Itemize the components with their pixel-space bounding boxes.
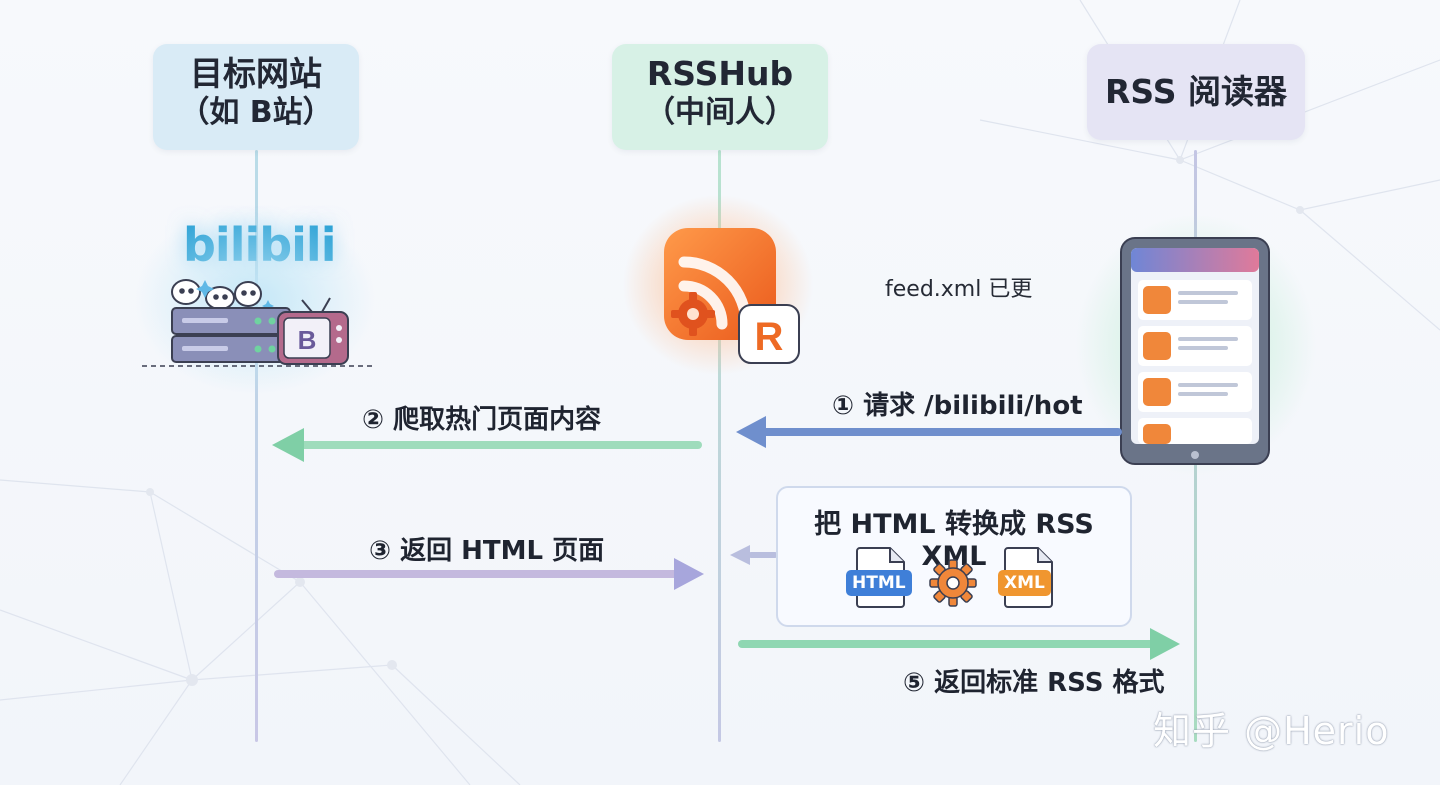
html-file-label: HTML [846, 570, 912, 596]
convert-title: 把 HTML 转换成 RSS XML [814, 509, 1094, 572]
target-site-header: 目标网站 （如 B站） [153, 44, 359, 150]
tablet-reader-icon [1120, 237, 1270, 465]
step1-arrow [736, 416, 1122, 448]
rss-reader-title: RSS 阅读器 [1105, 72, 1287, 111]
convert-box: 把 HTML 转换成 RSS XML HTML XML [776, 486, 1132, 627]
bilibili-tv-icon [277, 297, 349, 365]
xml-file-label: XML [998, 570, 1051, 596]
convert-arrow [730, 545, 778, 565]
tv-badge-letter: B [298, 325, 317, 355]
server-stack-icon [171, 307, 291, 363]
step1-label: ① 请求 /bilibili/hot [832, 391, 1083, 421]
convert-gear-icon [929, 559, 977, 607]
target-site-title: 目标网站 [190, 54, 322, 93]
target-site-subtitle: （如 B站） [179, 95, 333, 130]
target-lifeline [255, 150, 258, 742]
step5-label: ⑤ 返回标准 RSS 格式 [903, 668, 1165, 698]
step5-arrow [738, 628, 1180, 660]
step2-label: ② 爬取热门页面内容 [362, 405, 602, 435]
hub-lifeline [718, 150, 721, 742]
step3-arrow [274, 558, 704, 590]
step2-arrow [272, 428, 702, 462]
rsshub-title: RSSHub [646, 54, 794, 93]
watermark: 知乎 @Herio [1153, 709, 1390, 753]
rsshub-subtitle: （中间人） [645, 95, 795, 130]
step3-label: ③ 返回 HTML 页面 [369, 536, 605, 566]
mascot-icons [171, 279, 262, 310]
rsshub-header: RSSHub （中间人） [612, 44, 828, 150]
rss-badge-letter: R [755, 315, 784, 359]
sparkle-icons [196, 280, 274, 312]
html-file-icon: HTML [846, 546, 912, 608]
rss-logo-icon [664, 228, 800, 364]
xml-file-icon: XML [998, 546, 1056, 608]
rss-reader-header: RSS 阅读器 [1087, 44, 1305, 140]
feed-note: feed.xml 已更 [885, 277, 1033, 302]
